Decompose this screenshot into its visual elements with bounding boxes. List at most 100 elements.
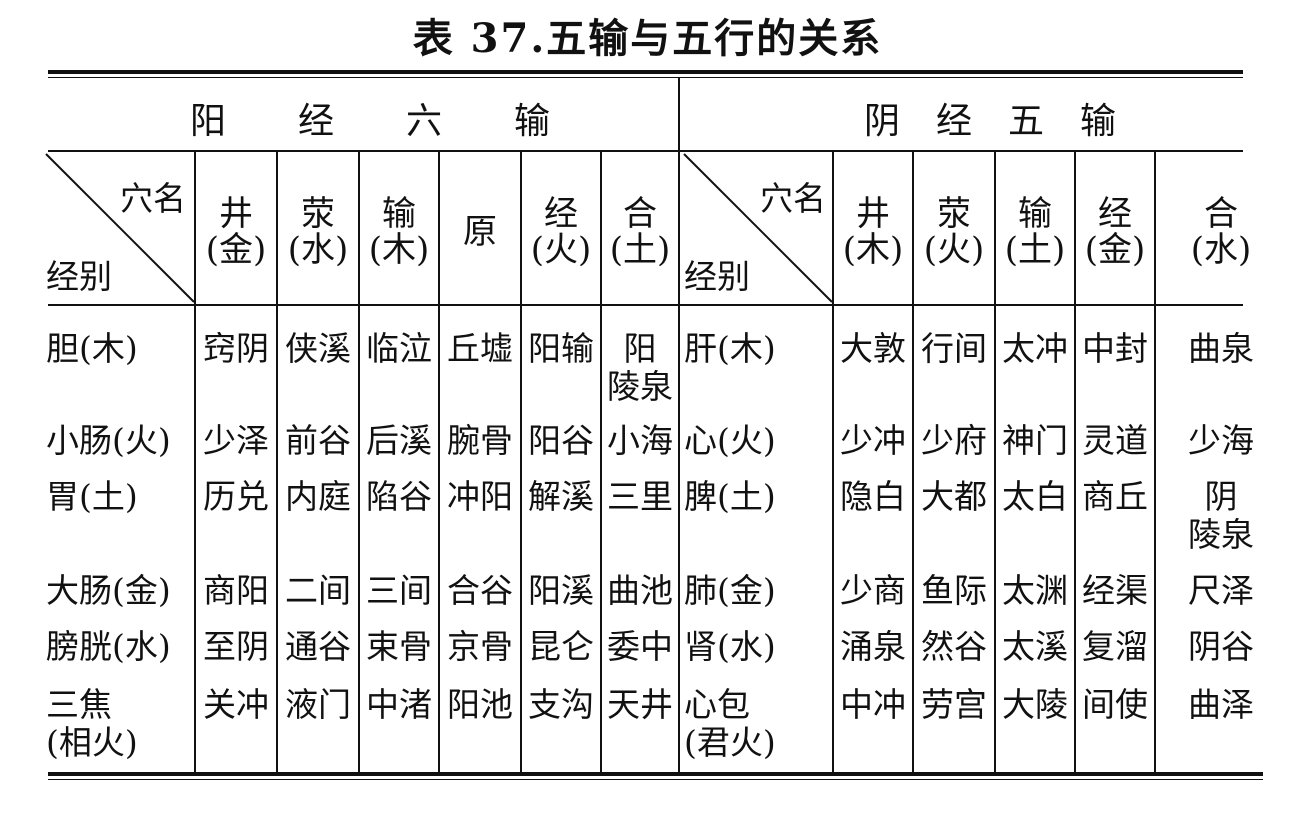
col-line <box>194 152 196 772</box>
table-cell: 内庭 <box>285 477 351 516</box>
table-cell: 中封 <box>1082 329 1148 368</box>
col-header: 井(木) <box>842 194 904 270</box>
table-cell: 曲泽 <box>1188 685 1254 724</box>
meridian-label: 胆(木) <box>46 329 138 368</box>
table-cell: 阴陵泉 <box>1188 477 1254 554</box>
table-cell: 前谷 <box>285 421 351 460</box>
diagonal-header-line-yin <box>683 153 833 303</box>
top-rule-thin <box>48 77 1243 78</box>
table-cell: 劳宫 <box>921 685 987 724</box>
meridian-label: 心(火) <box>684 421 776 460</box>
table-cell: 二间 <box>285 571 351 610</box>
bottom-rule <box>48 772 1263 776</box>
col-header: 经(火) <box>530 194 592 270</box>
bottom-rule-thin <box>48 779 1263 780</box>
col-header: 荥(水) <box>287 194 349 270</box>
table-cell: 少府 <box>921 421 987 460</box>
table-cell: 复溜 <box>1082 627 1148 666</box>
diag-label-top: 穴名 <box>120 179 186 218</box>
col-header: 井(金) <box>205 194 267 270</box>
table-cell: 经渠 <box>1082 571 1148 610</box>
col-line <box>1074 152 1076 772</box>
table-cell: 太冲 <box>1002 329 1068 368</box>
meridian-label: 大肠(金) <box>46 571 171 610</box>
table-cell: 少海 <box>1188 421 1254 460</box>
table-cell: 隐白 <box>840 477 906 516</box>
diag-label-top: 穴名 <box>760 179 826 218</box>
table-cell: 阴谷 <box>1188 627 1254 666</box>
table-cell: 束骨 <box>366 627 432 666</box>
table-cell: 然谷 <box>921 627 987 666</box>
table-cell: 神门 <box>1002 421 1068 460</box>
table-cell: 历兑 <box>203 477 269 516</box>
group-header-yin: 阴 经 五 输 <box>863 101 1116 142</box>
col-line <box>600 152 602 772</box>
col-line <box>1154 152 1156 772</box>
divider-yang-yin <box>678 78 680 772</box>
table-cell: 小海 <box>607 421 673 460</box>
table-cell: 大陵 <box>1002 685 1068 724</box>
meridian-label: 脾(土) <box>684 477 776 516</box>
table-cell: 昆仑 <box>528 627 594 666</box>
table-cell: 委中 <box>607 627 673 666</box>
meridian-label: 肝(木) <box>684 329 776 368</box>
table-cell: 太溪 <box>1002 627 1068 666</box>
header-rule <box>48 304 1243 306</box>
col-header: 合(土) <box>609 194 671 270</box>
col-line <box>832 152 834 772</box>
table-cell: 侠溪 <box>285 329 351 368</box>
table-cell: 液门 <box>285 685 351 724</box>
table-cell: 后溪 <box>366 421 432 460</box>
table-cell: 三间 <box>366 571 432 610</box>
col-line <box>520 152 522 772</box>
table-cell: 太渊 <box>1002 571 1068 610</box>
col-line <box>276 152 278 772</box>
diagonal-header-line-yang <box>45 153 195 303</box>
table-cell: 解溪 <box>528 477 594 516</box>
top-rule <box>48 70 1243 74</box>
meridian-label: 小肠(火) <box>46 421 171 460</box>
table-cell: 大都 <box>921 477 987 516</box>
diag-label-bottom: 经别 <box>46 257 112 296</box>
table-cell: 大敦 <box>840 329 906 368</box>
col-header: 原 <box>463 212 497 252</box>
col-header: 输(土) <box>1004 194 1066 270</box>
table-cell: 阳陵泉 <box>607 329 673 406</box>
table-cell: 少冲 <box>840 421 906 460</box>
table-cell: 涌泉 <box>840 627 906 666</box>
table-cell: 间使 <box>1082 685 1148 724</box>
table-cell: 商阳 <box>203 571 269 610</box>
col-line <box>994 152 996 772</box>
table-cell: 商丘 <box>1082 477 1148 516</box>
table-cell: 曲池 <box>607 571 673 610</box>
table-cell: 阳输 <box>528 329 594 368</box>
col-header: 经(金) <box>1084 194 1146 270</box>
col-line <box>438 152 440 772</box>
table-cell: 中冲 <box>840 685 906 724</box>
meridian-label: 胃(土) <box>46 477 138 516</box>
table-cell: 丘墟 <box>447 329 513 368</box>
meridian-label: 肺(金) <box>684 571 776 610</box>
table-cell: 临泣 <box>366 329 432 368</box>
table-cell: 腕骨 <box>447 421 513 460</box>
col-header: 荥(火) <box>923 194 985 270</box>
col-header: 输(木) <box>368 194 430 270</box>
table-cell: 陷谷 <box>366 477 432 516</box>
table-cell: 窍阴 <box>203 329 269 368</box>
diag-label-bottom: 经别 <box>684 257 750 296</box>
table-cell: 中渚 <box>366 685 432 724</box>
table-cell: 曲泉 <box>1188 329 1254 368</box>
table-cell: 行间 <box>921 329 987 368</box>
table-cell: 至阴 <box>203 627 269 666</box>
table-cell: 太白 <box>1002 477 1068 516</box>
meridian-label: 心包(君火) <box>684 685 776 762</box>
table-cell: 鱼际 <box>921 571 987 610</box>
col-line <box>912 152 914 772</box>
table-cell: 冲阳 <box>447 477 513 516</box>
table-cell: 通谷 <box>285 627 351 666</box>
meridian-label: 膀胱(水) <box>46 627 171 666</box>
col-header: 合(水) <box>1190 194 1252 270</box>
table-cell: 少商 <box>840 571 906 610</box>
table-cell: 支沟 <box>528 685 594 724</box>
table-cell: 灵道 <box>1082 421 1148 460</box>
